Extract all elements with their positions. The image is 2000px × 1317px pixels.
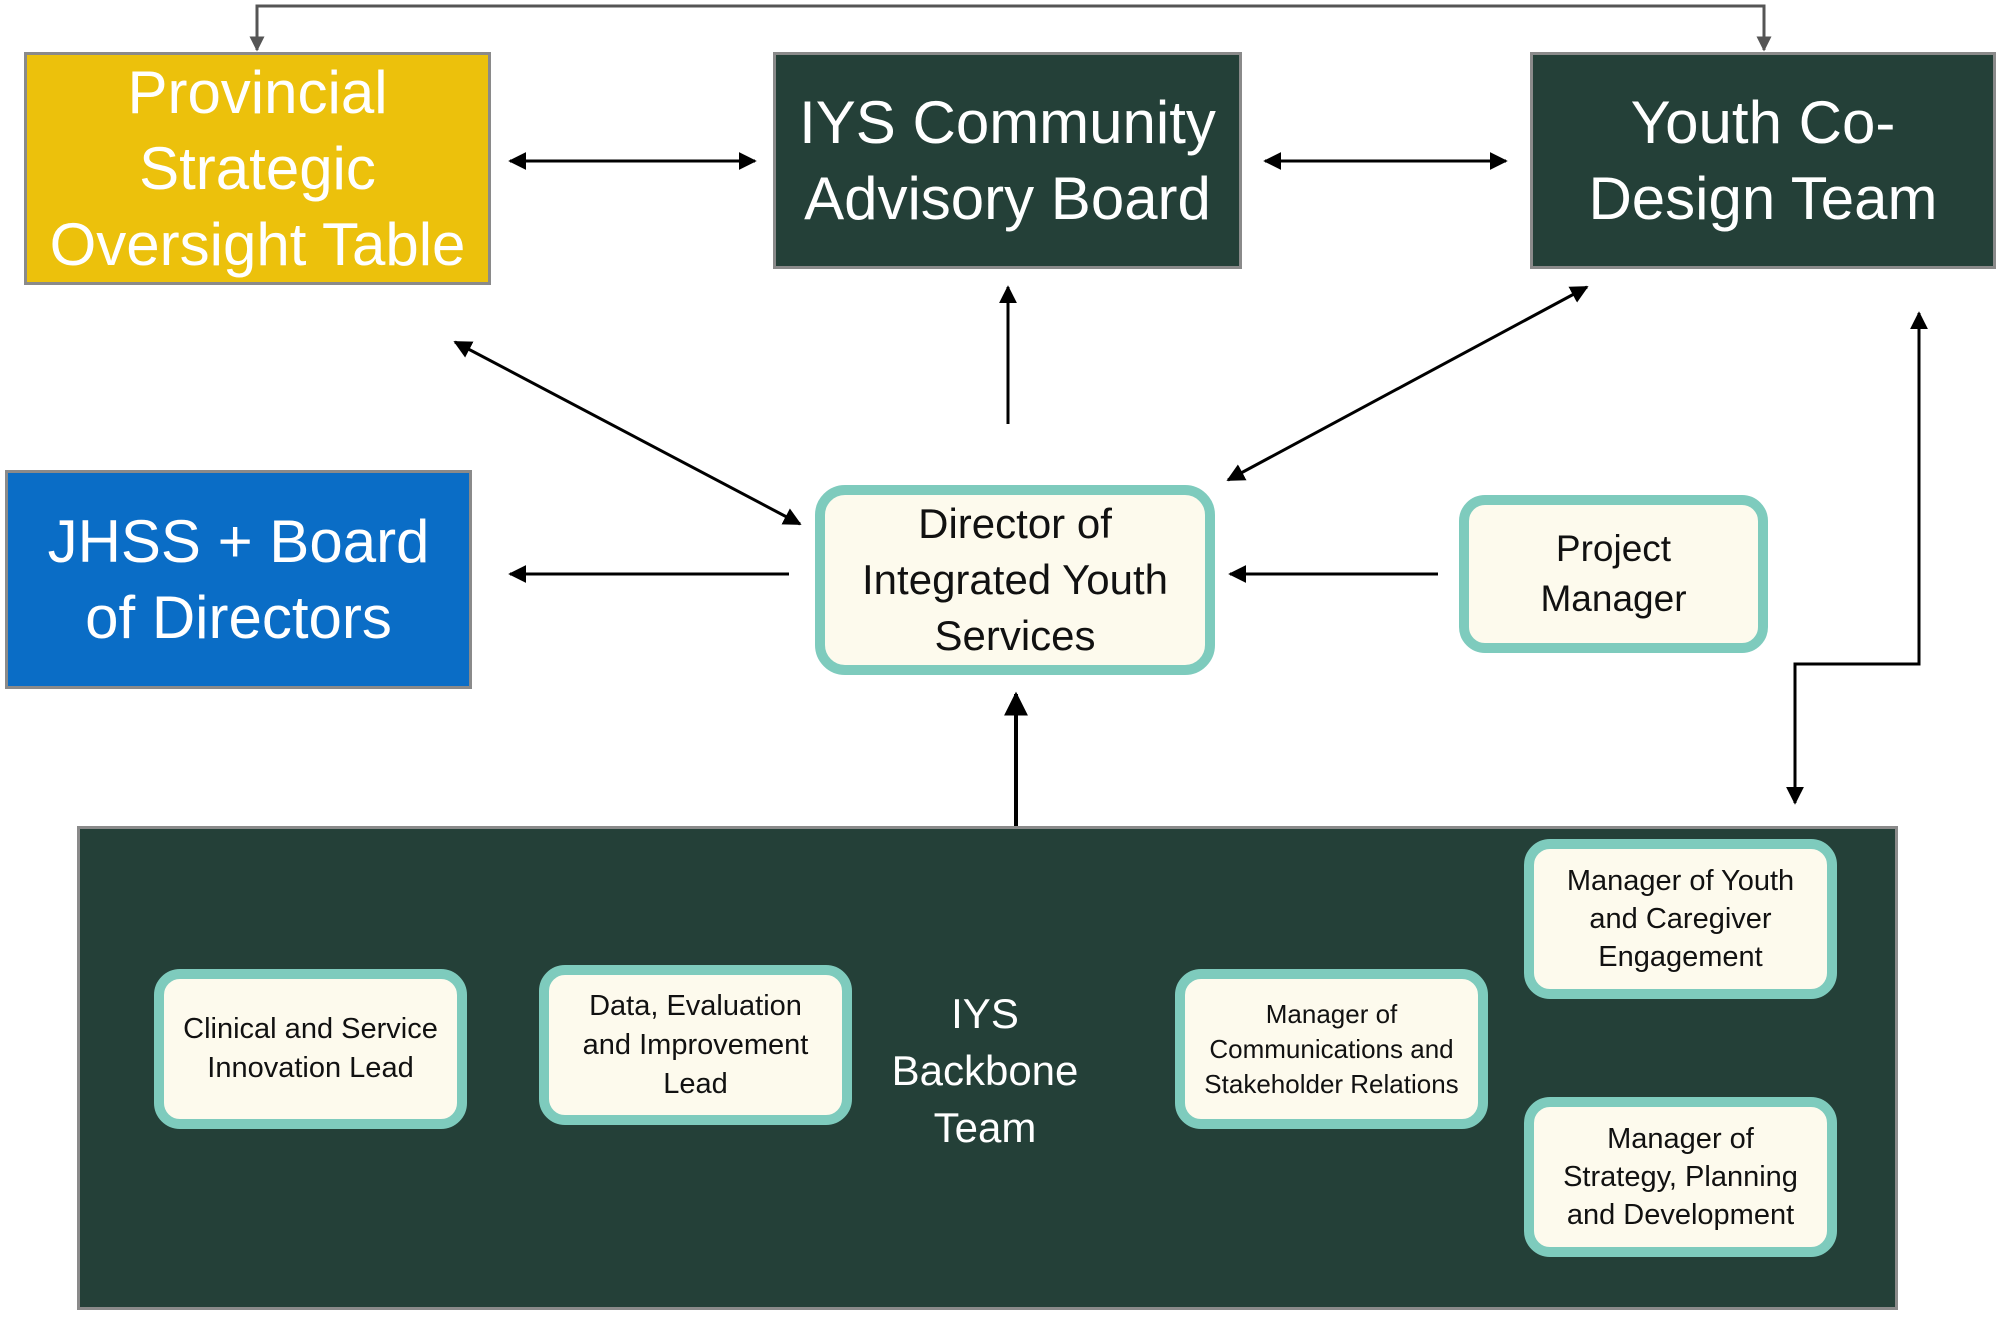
backbone-team-label: IYS Backbone Team xyxy=(891,990,1079,1151)
director-label: Director of Integrated Youth Services xyxy=(862,500,1168,659)
provincial-oversight-label: Provincial Strategic Oversight Table xyxy=(49,58,466,278)
youth-caregiver-manager-label: Manager of Youth and Caregiver Engagemen… xyxy=(1566,865,1795,973)
project-manager-box: Project Manager xyxy=(1459,495,1768,653)
project-manager-label: Project Manager xyxy=(1540,528,1687,619)
advisory-board-label: IYS Community Advisory Board xyxy=(799,88,1216,232)
jhss-board-box: JHSS + Board of Directors xyxy=(5,470,472,689)
communications-manager-label: Manager of Communications and Stakeholde… xyxy=(1204,998,1459,1099)
advisory-board-box: IYS Community Advisory Board xyxy=(773,52,1242,269)
clinical-lead-label: Clinical and Service Innovation Lead xyxy=(183,1013,438,1084)
strategy-manager-box: Manager of Strategy, Planning and Develo… xyxy=(1524,1097,1837,1257)
youth-codesign-label: Youth Co-Design Team xyxy=(1588,88,1938,232)
communications-manager-box: Manager of Communications and Stakeholde… xyxy=(1175,969,1488,1129)
jhss-board-label: JHSS + Board of Directors xyxy=(47,507,430,651)
director-box: Director of Integrated Youth Services xyxy=(815,485,1215,675)
data-evaluation-box: Data, Evaluation and Improvement Lead xyxy=(539,965,852,1125)
clinical-lead-box: Clinical and Service Innovation Lead xyxy=(154,969,467,1129)
arrow-director-youth-codesign xyxy=(1226,285,1589,482)
youth-codesign-box: Youth Co-Design Team xyxy=(1530,52,1996,269)
provincial-oversight-box: Provincial Strategic Oversight Table xyxy=(24,52,491,285)
strategy-manager-label: Manager of Strategy, Planning and Develo… xyxy=(1563,1123,1798,1231)
arrow-director-provincial xyxy=(453,340,802,526)
data-evaluation-label: Data, Evaluation and Improvement Lead xyxy=(582,989,809,1100)
arrow-provincial-youth-codesign xyxy=(249,4,1772,52)
youth-caregiver-manager-box: Manager of Youth and Caregiver Engagemen… xyxy=(1524,839,1837,999)
arrow-backbone-youth-codesign xyxy=(1786,311,1928,805)
